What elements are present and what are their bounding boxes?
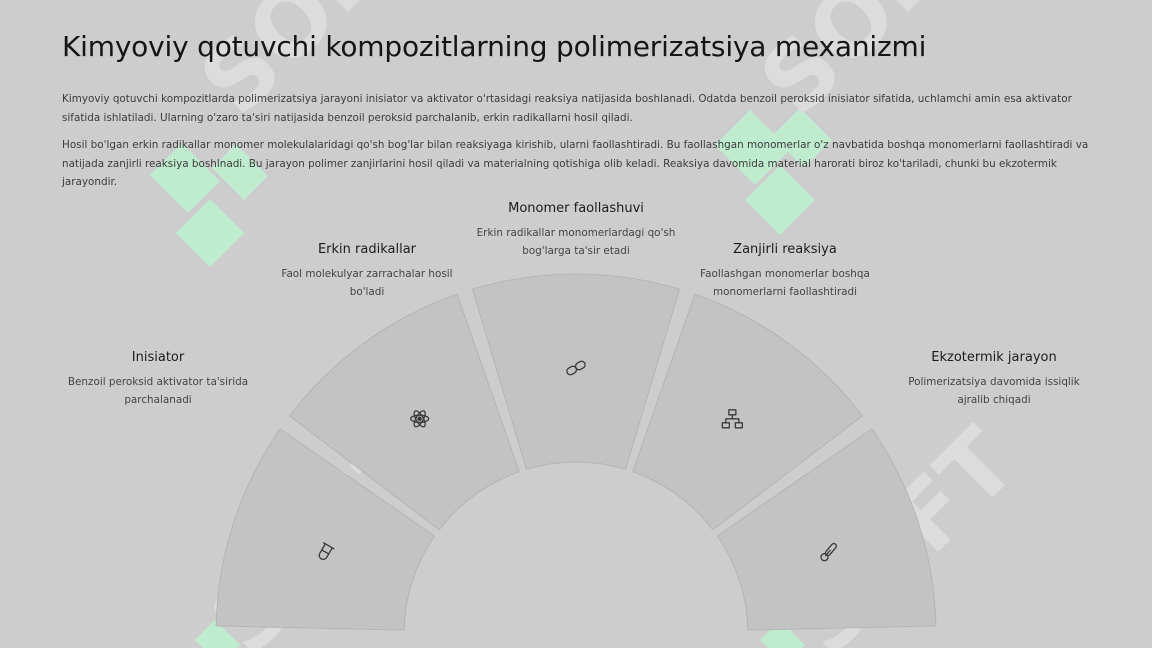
atom-icon: [409, 410, 430, 428]
step-description: Polimerizatsiya davomida issiqlik ajrali…: [908, 376, 1080, 406]
network-icon: [721, 409, 744, 429]
step-description: Faollashgan monomerlar boshqa monomerlar…: [700, 268, 870, 298]
step-title: Zanjirli reaksiya: [733, 242, 837, 257]
step-description: Erkin radikallar monomerlardagi qo'sh bo…: [476, 227, 676, 257]
step-title: Erkin radikallar: [317, 242, 417, 257]
segment-2: [289, 293, 520, 531]
intro-paragraph-2: Hosil bo'lgan erkin radikallar monomer m…: [62, 139, 1089, 189]
test-tube-icon: [318, 542, 335, 561]
segment-1: [215, 428, 436, 631]
step-description: Benzoil peroksid aktivator ta'sirida par…: [67, 376, 249, 406]
step-title: Ekzotermik jarayon: [931, 350, 1057, 365]
step-description: Faol molekulyar zarrachalar hosil bo'lad…: [281, 268, 453, 298]
step-title: Inisiator: [131, 350, 185, 365]
thermometer-icon: [820, 542, 837, 562]
link-icon: [566, 360, 586, 376]
segment-4: [632, 293, 863, 531]
intro-paragraph-1: Kimyoviy qotuvchi kompozitlarda polimeri…: [62, 93, 1072, 124]
segment-5: [716, 428, 937, 631]
step-title: Monomer faollashuvi: [508, 201, 644, 216]
page-title: Kimyoviy qotuvchi kompozitlarning polime…: [62, 30, 927, 63]
